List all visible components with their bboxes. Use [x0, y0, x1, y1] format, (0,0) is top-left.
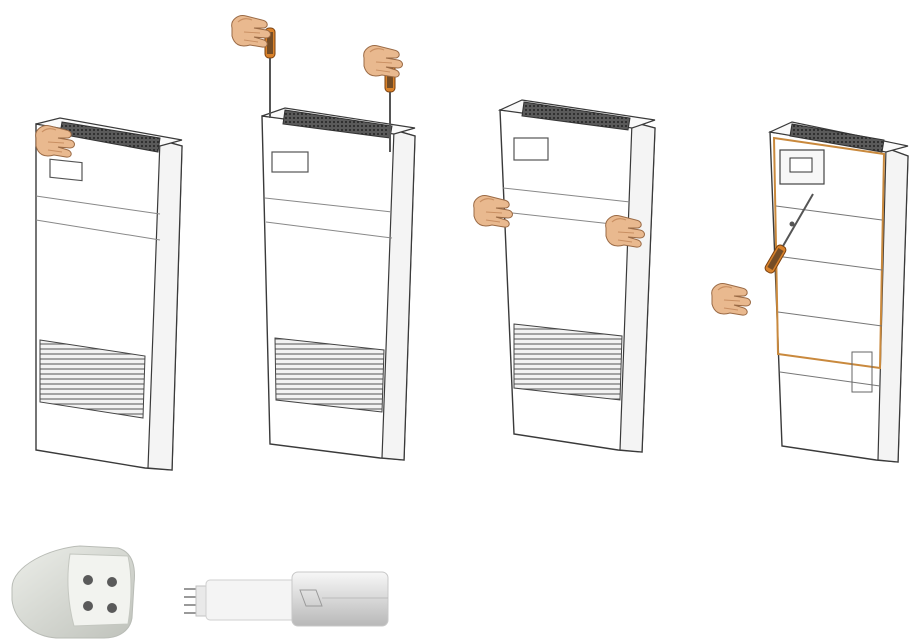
cabinet-step-1 — [36, 118, 182, 470]
hand-icon — [364, 46, 403, 77]
hand-icon — [474, 196, 513, 227]
hand-icon — [36, 126, 75, 157]
uv-lamp-tube — [184, 572, 388, 626]
cabinet-step-2 — [262, 108, 415, 460]
hand-icon — [712, 284, 751, 315]
hand-icon — [232, 16, 271, 47]
uv-lamp-connector — [12, 546, 134, 638]
hand-icon — [606, 216, 645, 247]
cabinet-step-4 — [770, 122, 908, 462]
cabinet-step-3 — [500, 100, 655, 452]
